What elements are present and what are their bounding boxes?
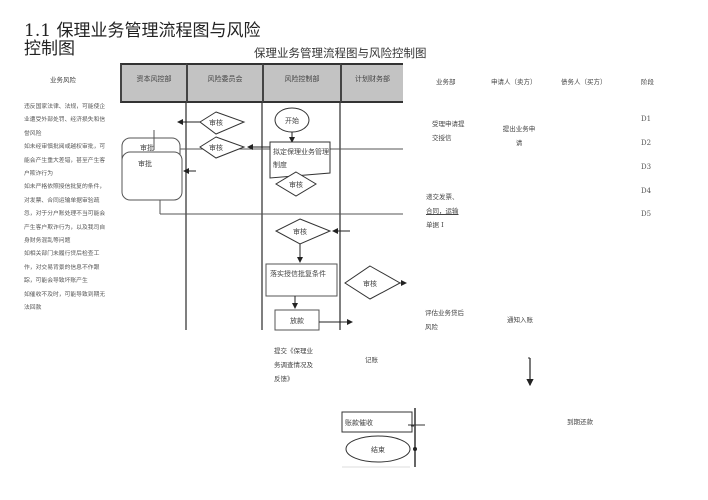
draft-policy-node: [269, 141, 331, 179]
bookkeeping-label: 记账: [365, 356, 378, 364]
disburse-label: 放款: [290, 317, 304, 325]
implement-conditions-label: 落实授信批复条件: [270, 270, 326, 278]
stage-label: D5: [641, 210, 652, 218]
lane-header-capital-risk: 资本风控部: [120, 63, 186, 103]
submit-report-label: 提交《保理业务调查情况及反馈》: [274, 347, 313, 383]
chart-title: 保理业务管理流程图与风险控制图: [254, 46, 427, 60]
stage-label: D3: [641, 163, 652, 171]
lane-header-risk-committee: 风险委员会: [186, 63, 262, 103]
col-header-applicant: 申请人（卖方）: [491, 78, 537, 86]
collection-label: 账款催收: [345, 419, 373, 427]
review-committee-2-label: 审核: [209, 144, 223, 152]
document-section-title: 1.1 保理业务管理流程图与风险控制图: [24, 21, 261, 59]
draft-policy-label: 拟定保理业务管理制度: [273, 148, 329, 169]
review-risk-1-label: 审核: [289, 181, 303, 189]
applicant-step-apply: 提出业务申请: [502, 125, 536, 147]
approve-front-node: [121, 151, 183, 201]
col-header-debtor: 债务人（买方）: [561, 78, 607, 86]
risk-column: 违反国家法律、法规，可能使企业遭受外部处罚、经济损失和信誉风险 如未经审慎批阅或…: [24, 101, 110, 316]
business-step-submit-line3: 单据 I: [426, 221, 444, 229]
implement-conditions-node: [265, 263, 338, 297]
business-step-submit-line2: 合同，运输: [426, 207, 459, 215]
connector-dot: [413, 447, 417, 451]
business-step-submit-line1: 递交发票、: [426, 193, 459, 201]
collection-node: [341, 411, 413, 433]
risk-item: 违反国家法律、法规，可能使企业遭受外部处罚、经济损失和信誉风险: [24, 104, 106, 137]
col-header-stage: 阶段: [641, 78, 654, 86]
review-committee-2-node: [199, 136, 246, 159]
risk-column-header: 业务风险: [50, 76, 76, 84]
lane-header-risk-control: 风险控制部: [262, 63, 340, 103]
stage-label: D4: [641, 187, 652, 195]
start-label: 开始: [285, 117, 299, 125]
review-finance-node: [344, 265, 402, 300]
review-finance-label: 审核: [363, 280, 377, 288]
review-committee-1-node: [199, 111, 246, 135]
col-header-business-dept: 业务部: [436, 78, 456, 86]
end-node: [345, 435, 411, 463]
disburse-node: [274, 309, 320, 331]
review-committee-1-label: 审核: [209, 119, 223, 127]
business-step-evaluate: 评估业务贷后风险: [425, 309, 464, 331]
approve-back-label: 审批: [140, 144, 154, 152]
risk-item: 如未严格依照授信批复的条件，对发票、合同运输单据审验疏忽，对于分户账处理不当可能…: [24, 184, 106, 245]
risk-item: 如催收不及时，可能导致到期无法回款: [24, 291, 106, 312]
business-step-accept: 受理申请提交授信: [432, 120, 465, 142]
end-label: 结束: [371, 446, 385, 454]
applicant-step-notify: 通知入账: [507, 316, 533, 324]
stage-label: D2: [641, 139, 652, 147]
review-risk-1-node: [275, 171, 317, 197]
risk-item: 如未经审慎批阅或越权审批，可能会产生重大差错，甚至产生客户欺诈行为: [24, 144, 106, 178]
debtor-step-repay: 到期还款: [567, 418, 593, 426]
risk-item: 如相关部门未履行贷后检查工作，对交易背景的信息不作跟踪，可能会导致坏账产生: [24, 251, 100, 285]
approve-front-label: 审批: [138, 160, 152, 168]
stage-label: D1: [641, 115, 652, 123]
lane-header-finance: 计划财务部: [340, 63, 403, 103]
review-risk-2-label: 审核: [293, 228, 307, 236]
